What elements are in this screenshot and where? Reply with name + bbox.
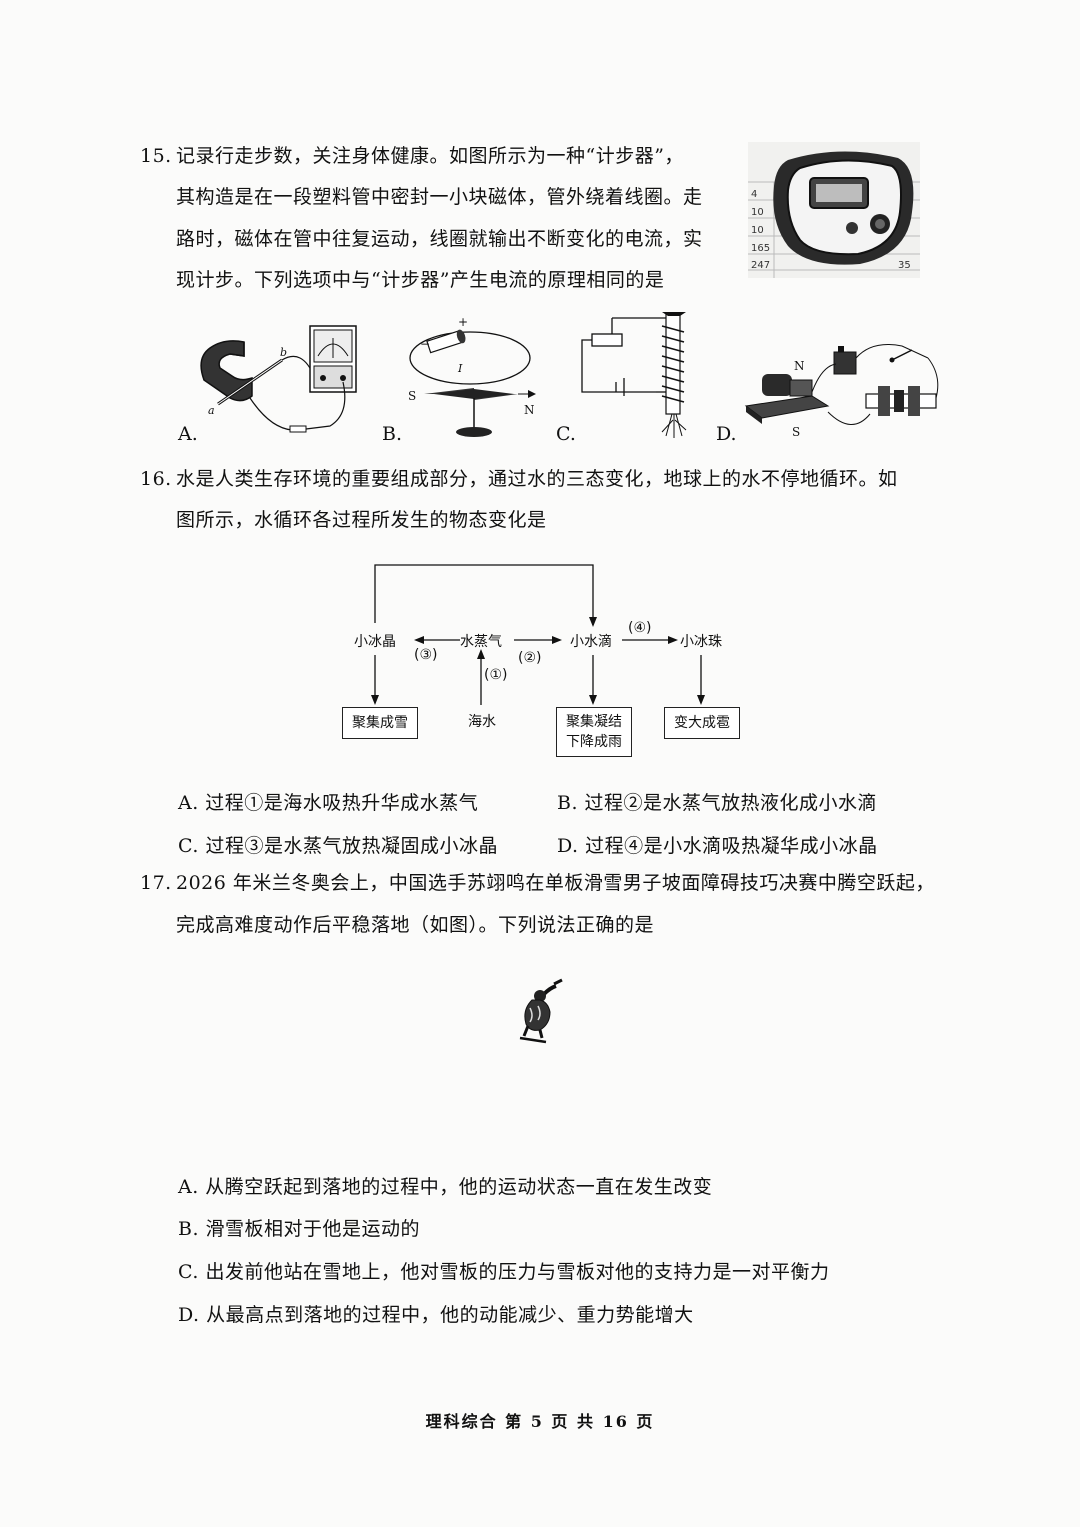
q17-option-b: B. 滑雪板相对于他是运动的 [178, 1218, 421, 1240]
figure-b-minus: − [420, 337, 430, 351]
figure-b-s: S [408, 389, 416, 403]
q17-number: 17. [140, 872, 172, 894]
option-b-label: B. [382, 423, 403, 445]
q16-line-2: 图所示，水循环各过程所发生的物态变化是 [176, 509, 547, 531]
figure-b-current: I [457, 362, 463, 375]
q16-option-a: A. 过程①是海水吸热升华成水蒸气 [178, 792, 479, 814]
node-ice-crystal: 小冰晶 [354, 634, 396, 650]
box-rain-line-2: 下降成雨 [566, 734, 622, 750]
process-label-3: (③) [414, 647, 438, 663]
pedometer-table-n1: 4 [751, 189, 757, 200]
option-d-label: D. [716, 423, 737, 445]
node-seawater: 海水 [468, 714, 496, 730]
q17-option-d: D. 从最高点到落地的过程中，他的动能减少、重力势能增大 [178, 1304, 694, 1326]
figure-b-plus: + [458, 315, 468, 329]
pedometer-photo: 4 10 10 165 247 35 [748, 142, 920, 278]
box-rain: 聚集凝结 下降成雨 [556, 707, 632, 757]
pedometer-table-n6: 35 [898, 260, 911, 271]
water-cycle-diagram: 小冰晶 水蒸气 小水滴 小冰珠 海水 (①) (②) (③) (④) 聚集成雪 … [330, 555, 770, 770]
figure-a-label-b: b [280, 346, 287, 359]
snowboarder-figure [516, 978, 566, 1046]
figure-a-generator: b a [190, 318, 360, 442]
node-water-vapor: 水蒸气 [460, 634, 502, 650]
figure-d-motor: N S [742, 336, 942, 440]
q17-option-c: C. 出发前他站在雪地上，他对雪板的压力与雪板对他的支持力是一对平衡力 [178, 1261, 830, 1283]
q17-line-2: 完成高难度动作后平稳落地（如图）。下列说法正确的是 [176, 914, 655, 936]
q16-option-c: C. 过程③是水蒸气放热凝固成小冰晶 [178, 835, 498, 857]
q16-option-b: B. 过程②是水蒸气放热液化成小水滴 [557, 792, 878, 814]
q16-option-d: D. 过程④是小水滴吸热凝华成小冰晶 [557, 835, 878, 857]
q17-line-1: 2026 年米兰冬奥会上，中国选手苏翊鸣在单板滑雪男子坡面障碍技巧决赛中腾空跃起… [176, 872, 935, 894]
q15-number: 15. [140, 145, 172, 167]
pedometer-table-n5: 247 [751, 260, 770, 271]
pedometer-table-n4: 165 [751, 243, 770, 254]
q16-line-1: 水是人类生存环境的重要组成部分，通过水的三态变化，地球上的水不停地循环。如 [176, 468, 898, 490]
q15-line-3: 路时，磁体在管中往复运动，线圈就输出不断变化的电流，实 [176, 228, 703, 250]
process-label-4: (④) [628, 620, 652, 636]
node-ice-ball: 小冰珠 [680, 634, 722, 650]
node-water-droplet: 小水滴 [570, 634, 612, 650]
figure-c-electromagnet [576, 310, 696, 444]
box-hail: 变大成雹 [664, 707, 740, 739]
q16-number: 16. [140, 468, 172, 490]
box-rain-line-1: 聚集凝结 [566, 714, 622, 730]
pedometer-table-n2: 10 [751, 207, 764, 218]
process-label-2: (②) [518, 650, 542, 666]
q17-option-a: A. 从腾空跃起到落地的过程中，他的运动状态一直在发生改变 [178, 1176, 713, 1198]
figure-d-s: S [792, 425, 800, 439]
q15-line-4: 现计步。下列选项中与“计步器”产生电流的原理相同的是 [176, 269, 665, 291]
box-snow: 聚集成雪 [342, 707, 418, 739]
q15-line-1: 记录行走步数，关注身体健康。如图所示为一种“计步器”， [176, 145, 684, 167]
process-label-1: (①) [484, 667, 508, 683]
figure-b-current-compass: + − I S N [404, 315, 544, 442]
option-a-label: A. [178, 423, 198, 445]
figure-b-n: N [524, 403, 535, 417]
figure-a-label-a: a [208, 404, 215, 417]
pedometer-table-n3: 10 [751, 225, 764, 236]
option-c-label: C. [556, 423, 576, 445]
q15-line-2: 其构造是在一段塑料管中密封一小块磁体，管外绕着线圈。走 [176, 186, 703, 208]
figure-d-n: N [794, 359, 805, 373]
page-footer: 理科综合 第 5 页 共 16 页 [425, 1412, 655, 1431]
